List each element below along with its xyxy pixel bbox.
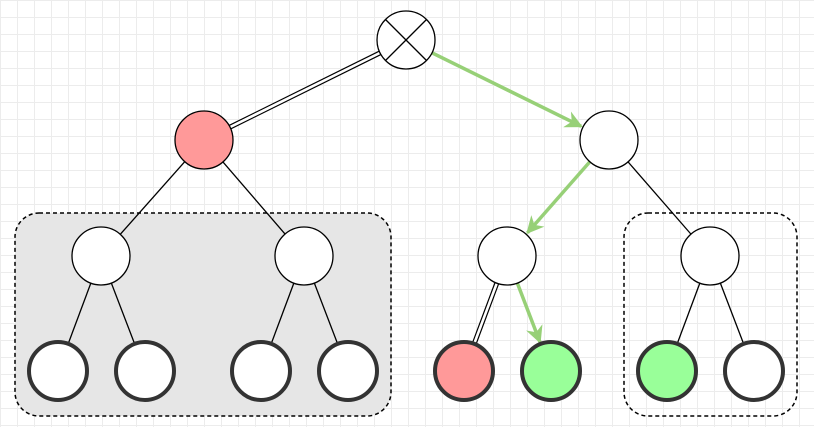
leaf-1: [27, 340, 89, 402]
node-left-left: [71, 226, 131, 286]
edge-lr-leaf3: [270, 282, 295, 345]
edge-root-left: [228, 50, 382, 130]
edge-ll-leaf1: [67, 282, 92, 345]
leaf-6: [520, 340, 582, 402]
leaf-3: [230, 340, 292, 402]
edge-right-rl: [526, 160, 592, 235]
right-subtree-group: [623, 212, 798, 417]
edge-right-rr: [627, 161, 692, 235]
leaf-2: [114, 340, 176, 402]
edge-root-right: [431, 51, 583, 128]
edge-left-ll: [119, 161, 186, 235]
edge-rr-leaf8: [719, 282, 745, 345]
leaf-8: [723, 340, 785, 402]
node-right-right: [680, 226, 740, 286]
edge-rl-leaf6: [515, 282, 543, 344]
node-right: [579, 110, 639, 170]
edge-ll-leaf2: [110, 282, 136, 345]
edge-rl-leaf5: [471, 282, 500, 345]
node-left: [174, 110, 234, 170]
circled-x-icon: [385, 19, 427, 61]
root-node: [376, 10, 436, 70]
leaf-5: [433, 340, 495, 402]
leaf-7: [636, 340, 698, 402]
edge-left-lr: [222, 161, 286, 235]
edge-lr-leaf4: [313, 282, 339, 345]
node-left-right: [274, 226, 334, 286]
edge-rr-leaf7: [676, 282, 701, 345]
node-right-left: [477, 226, 537, 286]
leaf-4: [317, 340, 379, 402]
